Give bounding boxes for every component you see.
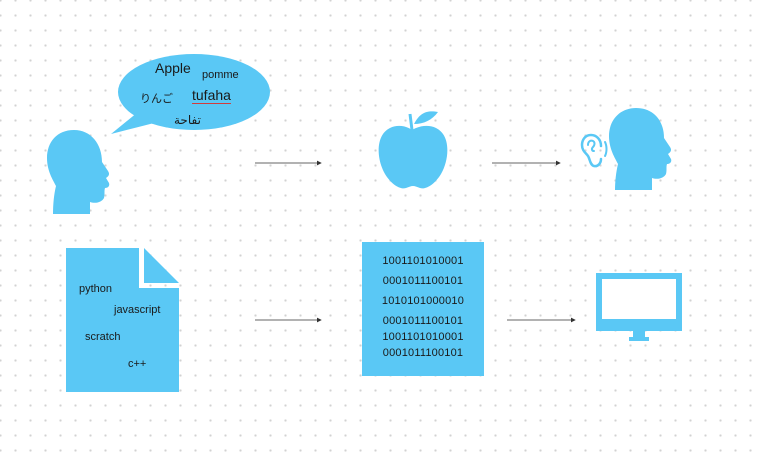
binary-line: 1001101010001 xyxy=(382,255,464,267)
speaker-head-icon xyxy=(47,130,110,214)
bubble-word-ringo: りんご xyxy=(140,92,173,105)
speech-bubble xyxy=(111,54,270,134)
binary-box: 1001101010001 0001011100101 101010100001… xyxy=(362,242,484,376)
bubble-word-apple: Apple xyxy=(155,60,191,76)
ear-icon xyxy=(580,133,608,168)
binary-line: 0001011100101 xyxy=(382,275,464,287)
apple-icon xyxy=(378,111,448,189)
doc-word-python: python xyxy=(79,283,113,295)
document-icon xyxy=(66,248,179,392)
bubble-word-tufaha: tufaha xyxy=(192,87,231,103)
doc-word-cpp: c++ xyxy=(128,358,147,370)
doc-word-javascript: javascript xyxy=(114,304,161,316)
listener-head-icon xyxy=(609,108,672,190)
bubble-word-pomme: pomme xyxy=(202,69,239,81)
binary-line: 1001101010001 xyxy=(382,331,464,343)
binary-line: 0001011100101 xyxy=(382,315,464,327)
doc-word-scratch: scratch xyxy=(85,331,121,343)
binary-line: 1010101000010 xyxy=(381,295,465,307)
binary-line: 0001011100101 xyxy=(382,347,464,359)
bubble-word-tuffaha: تفاحة xyxy=(174,113,201,127)
monitor-icon xyxy=(596,273,682,341)
